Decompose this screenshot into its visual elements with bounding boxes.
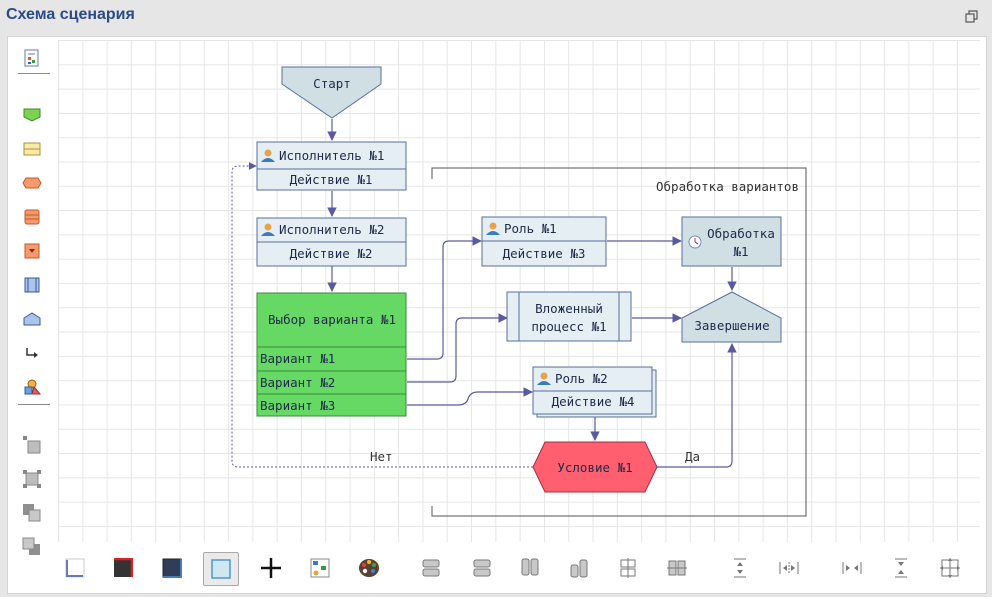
distribute-v-icon[interactable] [723,552,757,584]
role-2-action: Действие №4 [552,394,635,409]
role-1-action: Действие №3 [503,246,586,261]
align-br-icon[interactable] [18,533,46,561]
connector-icon[interactable] [18,339,46,367]
finish-label: Завершение [694,318,769,333]
condition-shape[interactable]: Условие №1 [532,441,658,493]
distribute-h-icon[interactable] [772,552,806,584]
add-icon[interactable] [254,552,288,584]
executor-2-action: Действие №2 [290,246,373,261]
role-2-shape[interactable]: Роль №2 Действие №4 [532,366,657,418]
diagram-svg: Обработка вариантов Нет Да Старт Исполни… [231,66,807,517]
group-label: Обработка вариантов [656,179,799,194]
nested-process-shape[interactable]: Вложенный процесс №1 [506,291,632,342]
style-red-icon[interactable] [106,552,140,584]
choice-shape[interactable]: Выбор варианта №1 Вариант №1 Вариант №2 … [256,292,407,417]
start-label: Старт [313,76,351,91]
align-bl-icon[interactable] [18,499,46,527]
connector-var3-role2 [407,387,533,406]
align-center-v-icon[interactable] [660,552,694,584]
window-header: Схема сценария [0,0,992,34]
align-right-icon[interactable] [464,552,498,584]
executor-1-action: Действие №1 [290,172,373,187]
finish-shape[interactable]: Завершение [681,291,782,343]
role-1-role: Роль №1 [504,221,557,236]
user-icon [486,222,500,235]
subprocess-shape-icon[interactable] [18,237,46,265]
choice-option-1[interactable]: Вариант №1 [260,351,335,366]
processing-line2: №1 [733,244,748,259]
connector-var1-role1 [407,236,482,360]
start-shape[interactable]: Старт [281,66,382,119]
action-shape-icon[interactable] [18,135,46,163]
executor-1-role: Исполнитель №1 [279,148,384,163]
align-center-h-icon[interactable] [611,552,645,584]
palette-object-icon[interactable] [18,373,46,401]
user-icon [261,149,275,162]
align-tr-icon[interactable] [18,465,46,493]
window-title: Схема сценария [6,6,135,23]
user-icon [537,372,551,385]
processing-line1: Обработка [707,226,775,241]
nested-process-line1: Вложенный [535,301,603,316]
align-top-icon[interactable] [513,552,547,584]
finish-shape-icon[interactable] [18,305,46,333]
bottom-toolbar [58,548,980,588]
start-shape-icon[interactable] [18,101,46,129]
group-frame [431,167,807,517]
shape-toolbar [8,37,54,555]
space-v-icon[interactable] [884,552,918,584]
style-plain-icon[interactable] [58,552,92,584]
list-shape-icon[interactable] [18,203,46,231]
palette-icon[interactable] [352,552,386,584]
label-yes: Да [685,449,700,464]
role-1-shape[interactable]: Роль №1 Действие №3 [481,216,607,267]
event-shape-icon[interactable] [18,169,46,197]
properties-icon[interactable] [18,44,46,72]
toolbar-separator [18,404,50,405]
connector-condition-exec1-no [231,162,533,468]
executor-2-shape[interactable]: Исполнитель №2 Действие №2 [256,217,407,267]
choice-option-2[interactable]: Вариант №2 [260,375,335,390]
align-bottom-icon[interactable] [562,552,596,584]
condition-label: Условие №1 [557,460,632,475]
connector-condition-finish-yes [657,343,737,468]
nested-shape-icon[interactable] [18,271,46,299]
align-tl-icon[interactable] [18,431,46,459]
label-no: Нет [370,449,393,464]
align-left-icon[interactable] [415,552,449,584]
user-icon [261,223,275,236]
processing-shape[interactable]: Обработка №1 [681,216,782,267]
space-h-icon[interactable] [835,552,869,584]
role-2-role: Роль №2 [555,371,608,386]
restore-window-icon[interactable] [965,10,979,24]
connector-var2-nested [407,313,508,383]
diagram-canvas[interactable]: Обработка вариантов Нет Да Старт Исполни… [58,40,980,542]
executor-2-role: Исполнитель №2 [279,222,384,237]
choice-title: Выбор варианта №1 [268,312,396,327]
executor-1-shape[interactable]: Исполнитель №1 Действие №1 [256,141,407,191]
style-light-icon[interactable] [203,552,239,586]
fit-icon[interactable] [933,552,967,584]
toolbar-separator [18,73,50,74]
layout-icon[interactable] [303,552,337,584]
choice-option-3[interactable]: Вариант №3 [260,398,335,413]
clock-icon [688,235,702,249]
nested-process-line2: процесс №1 [531,319,606,334]
style-dark-icon[interactable] [155,552,189,584]
